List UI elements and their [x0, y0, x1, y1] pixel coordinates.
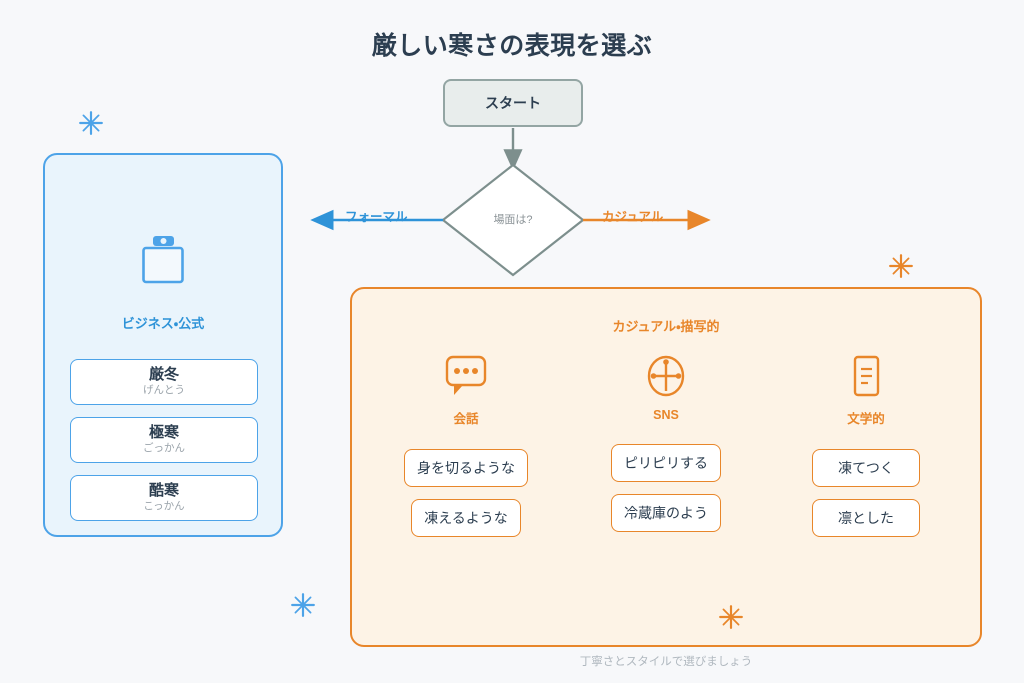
casual-panel: カジュアル・描写的 会話 身を切るような 凍えるような — [350, 287, 982, 647]
branch-label-formal: フォーマル — [345, 210, 408, 224]
term-kana: げんとう — [143, 384, 185, 397]
sns-circle-icon — [647, 355, 685, 397]
sparkle-panel-bottom-icon — [719, 605, 743, 629]
casual-column-literary: 文学的 凍てつく 凛とした — [781, 351, 951, 537]
sparkle-bottom-left-icon — [291, 593, 315, 617]
briefcase-icon — [142, 236, 184, 284]
formal-panel-heading: ビジネス・公式 — [121, 316, 205, 331]
expression-chip[interactable]: 身を切るような — [404, 449, 528, 487]
document-lines-icon-wrap — [842, 351, 890, 401]
expression-chip[interactable]: 冷蔵庫のよう — [611, 494, 721, 532]
term-word: 極寒 — [148, 424, 179, 442]
formal-term-list: 厳冬 げんとう 極寒 ごっかん 酷寒 こっかん — [70, 359, 258, 521]
sparkle-panel-top-right-icon — [889, 254, 913, 278]
casual-column-label: 文学的 — [847, 412, 885, 426]
flow-start-node[interactable]: スタート — [443, 79, 583, 127]
term-word: 酷寒 — [148, 482, 179, 500]
sparkle-top-left-icon — [79, 111, 103, 135]
expression-chip[interactable]: 凛とした — [812, 499, 920, 537]
flow-decision-label: 場面は? — [493, 214, 533, 226]
term-kana: こっかん — [143, 500, 185, 513]
branch-label-casual: カジュアル — [602, 210, 664, 224]
footer-note: 丁寧さとスタイルで選びましょう — [579, 656, 753, 668]
page-title: 厳しい寒さの表現を選ぶ — [371, 32, 653, 60]
expression-chip[interactable]: 凍てつく — [812, 449, 920, 487]
term-card[interactable]: 極寒 ごっかん — [70, 417, 258, 463]
briefcase-icon-wrap — [45, 233, 281, 289]
term-card[interactable]: 厳冬 げんとう — [70, 359, 258, 405]
casual-chip-list: 凍てつく 凛とした — [781, 449, 951, 537]
casual-column-group: 会話 身を切るような 凍えるような — [366, 351, 966, 537]
document-lines-icon — [853, 355, 880, 397]
term-card[interactable]: 酷寒 こっかん — [70, 475, 258, 521]
chat-bubble-icon-wrap — [442, 351, 490, 401]
flow-decision-node[interactable]: 場面は? — [443, 165, 583, 275]
casual-column-label: 会話 — [453, 412, 479, 426]
term-kana: ごっかん — [143, 442, 185, 455]
casual-panel-heading: カジュアル・描写的 — [612, 319, 720, 334]
expression-chip[interactable]: 凍えるような — [411, 499, 521, 537]
casual-column-sns: SNS ピリピリする 冷蔵庫のよう — [581, 351, 751, 537]
casual-column-conversation: 会話 身を切るような 凍えるような — [381, 351, 551, 537]
flow-start-label: スタート — [485, 95, 541, 111]
casual-chip-list: ピリピリする 冷蔵庫のよう — [581, 444, 751, 532]
casual-chip-list: 身を切るような 凍えるような — [381, 449, 551, 537]
sns-circle-icon-wrap — [642, 351, 690, 401]
chat-bubble-icon — [445, 355, 487, 395]
expression-chip[interactable]: ピリピリする — [611, 444, 721, 482]
formal-panel: ビジネス・公式 厳冬 げんとう 極寒 ごっかん 酷寒 こっかん — [43, 153, 283, 537]
term-word: 厳冬 — [148, 366, 179, 384]
casual-column-label: SNS — [653, 408, 679, 422]
